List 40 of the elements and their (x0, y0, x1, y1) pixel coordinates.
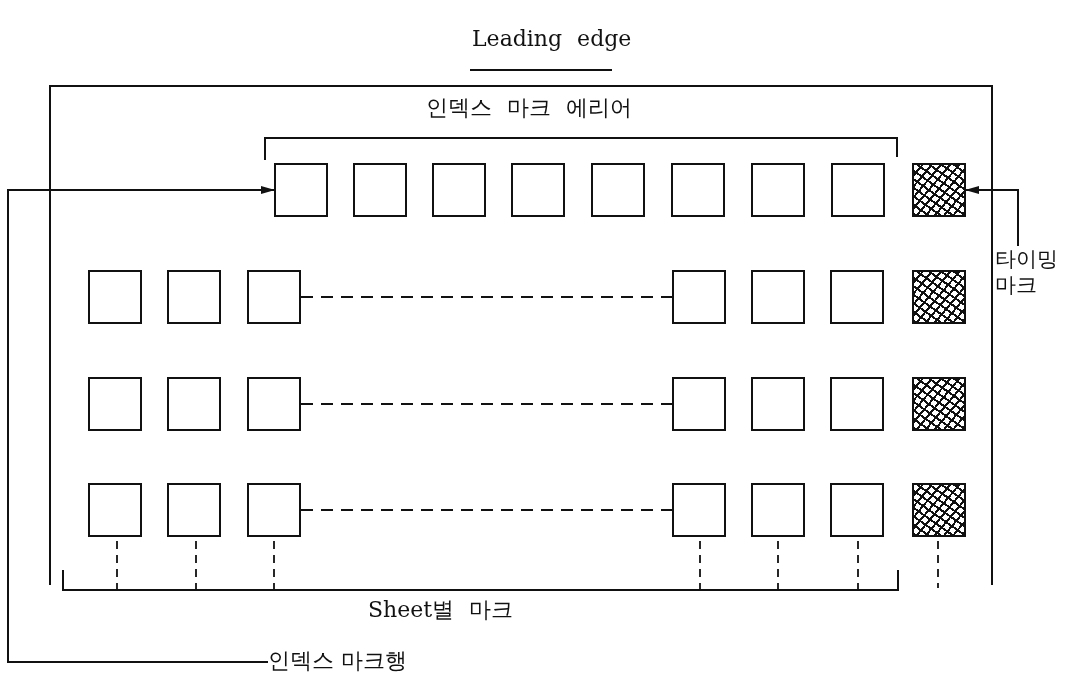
leader-arrow (965, 186, 1019, 247)
index-mark (247, 377, 301, 431)
index-mark (830, 377, 884, 431)
index-mark (830, 270, 884, 324)
index-mark (353, 163, 407, 217)
index-mark (672, 483, 726, 537)
timing-mark (912, 270, 966, 324)
area-label: 인덱스 마크 에리어 (426, 95, 632, 121)
index-mark (88, 270, 142, 324)
heading-label: Leading edge (472, 26, 632, 52)
callout-label: 인덱스 마크행 (268, 648, 407, 674)
timing-mark (912, 163, 966, 217)
index-mark (274, 163, 328, 217)
index-mark (671, 163, 725, 217)
index-mark (751, 270, 805, 324)
index-mark (247, 483, 301, 537)
leader-arrow (7, 186, 275, 663)
index-mark (672, 377, 726, 431)
index-mark (167, 270, 221, 324)
index-mark (751, 163, 805, 217)
index-mark (432, 163, 486, 217)
timing-mark (912, 377, 966, 431)
dashed-line (300, 403, 673, 405)
index-mark (167, 377, 221, 431)
index-mark (591, 163, 645, 217)
index-mark (751, 483, 805, 537)
dashed-line (300, 296, 673, 298)
index-mark (511, 163, 565, 217)
callout-label: 타이밍 마크 (995, 246, 1055, 298)
index-mark (247, 270, 301, 324)
index-mark (88, 377, 142, 431)
index-mark (751, 377, 805, 431)
timing-mark (912, 483, 966, 537)
sheet-mark-label: Sheet별 마크 (368, 597, 514, 623)
index-mark (830, 483, 884, 537)
index-mark (167, 483, 221, 537)
index-mark (672, 270, 726, 324)
index-mark (88, 483, 142, 537)
index-mark (831, 163, 885, 217)
dashed-line (300, 509, 673, 511)
